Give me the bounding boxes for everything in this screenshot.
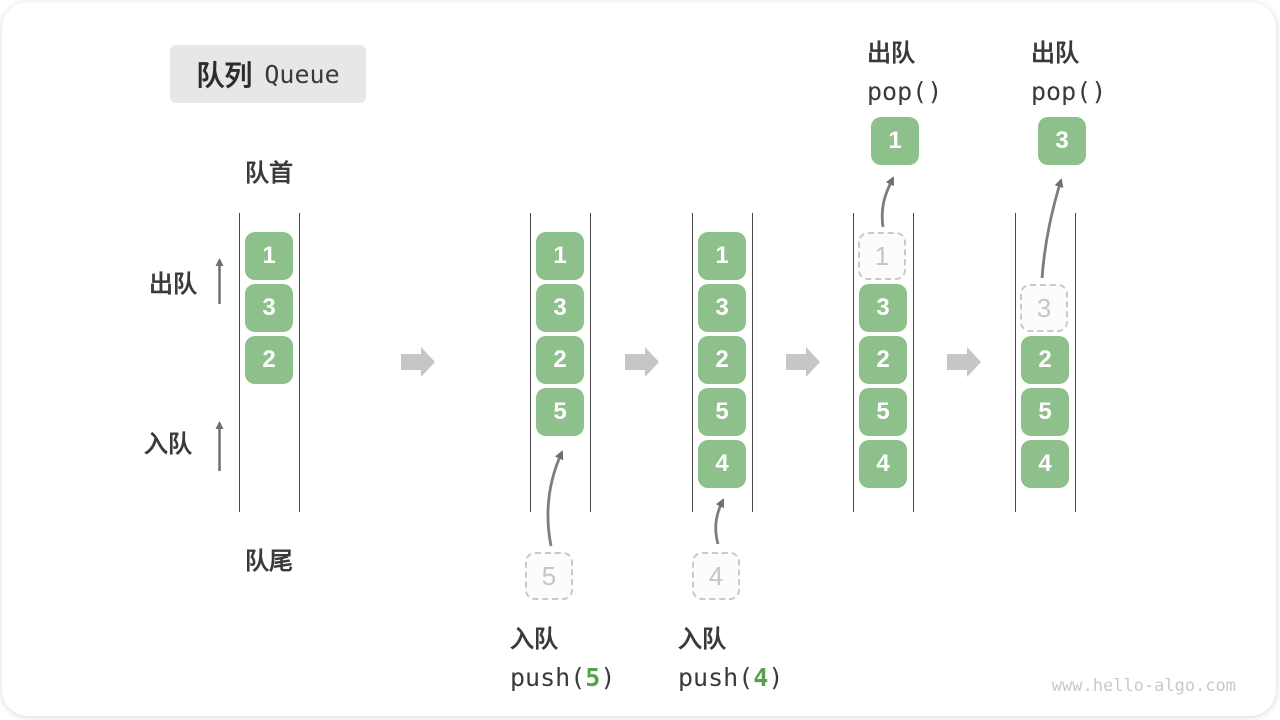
incoming-item: 4 <box>692 552 740 600</box>
push5-operation-label: 入队 push(5) <box>510 619 615 692</box>
queue-state-2: 1 3 2 5 <box>530 213 591 512</box>
queue-item: 5 <box>536 388 584 436</box>
queue-item: 5 <box>859 388 907 436</box>
queue-item: 2 <box>536 336 584 384</box>
queue-item: 3 <box>859 284 907 332</box>
dequeue-side-label: 出队 <box>149 271 197 298</box>
queue-state-4: 1 3 2 5 4 <box>853 213 914 512</box>
state-transition-arrow-icon <box>625 347 659 377</box>
queue-item: 4 <box>698 440 746 488</box>
queue-item: 4 <box>859 440 907 488</box>
queue-item: 5 <box>1021 388 1069 436</box>
removed-item-placeholder: 3 <box>1020 284 1068 332</box>
pop2-operation-label: 出队 pop() <box>1031 33 1106 106</box>
enqueue-op-label: 入队 <box>510 626 558 653</box>
queue-item: 5 <box>698 388 746 436</box>
pop2-code: pop() <box>1031 77 1107 106</box>
queue-item: 1 <box>698 232 746 280</box>
queue-front-label: 队首 <box>245 160 293 187</box>
queue-state-5: 3 2 5 4 <box>1015 213 1076 512</box>
popped-item: 3 <box>1038 117 1086 165</box>
pop1-operation-label: 出队 pop() <box>867 33 942 106</box>
queue-item: 3 <box>245 284 293 332</box>
incoming-item: 5 <box>525 552 573 600</box>
popped-item: 1 <box>871 117 919 165</box>
queue-item: 2 <box>859 336 907 384</box>
queue-item: 3 <box>698 284 746 332</box>
state-transition-arrow-icon <box>786 347 820 377</box>
queue-item: 2 <box>245 336 293 384</box>
removed-item-placeholder: 1 <box>858 232 906 280</box>
push5-code: push(5) <box>510 663 616 692</box>
queue-item: 4 <box>1021 440 1069 488</box>
queue-state-1: 1 3 2 <box>239 213 300 512</box>
push4-code: push(4) <box>678 663 784 692</box>
enqueue-side-label: 入队 <box>144 431 192 458</box>
push4-operation-label: 入队 push(4) <box>678 619 783 692</box>
title-en: Queue <box>264 59 340 89</box>
watermark: www.hello-algo.com <box>1051 676 1236 696</box>
queue-state-3: 1 3 2 5 4 <box>692 213 753 512</box>
queue-item: 2 <box>698 336 746 384</box>
title-zh: 队列 <box>196 60 253 91</box>
pop1-code: pop() <box>867 77 943 106</box>
queue-item: 1 <box>536 232 584 280</box>
state-transition-arrow-icon <box>947 347 981 377</box>
state-transition-arrow-icon <box>401 347 435 377</box>
dequeue-op-label: 出队 <box>1031 40 1079 67</box>
dequeue-op-label: 出队 <box>867 40 915 67</box>
queue-item: 1 <box>245 232 293 280</box>
queue-item: 3 <box>536 284 584 332</box>
queue-item: 2 <box>1021 336 1069 384</box>
title-box: 队列 Queue <box>170 45 366 103</box>
enqueue-op-label: 入队 <box>678 626 726 653</box>
queue-rear-label: 队尾 <box>245 548 293 575</box>
